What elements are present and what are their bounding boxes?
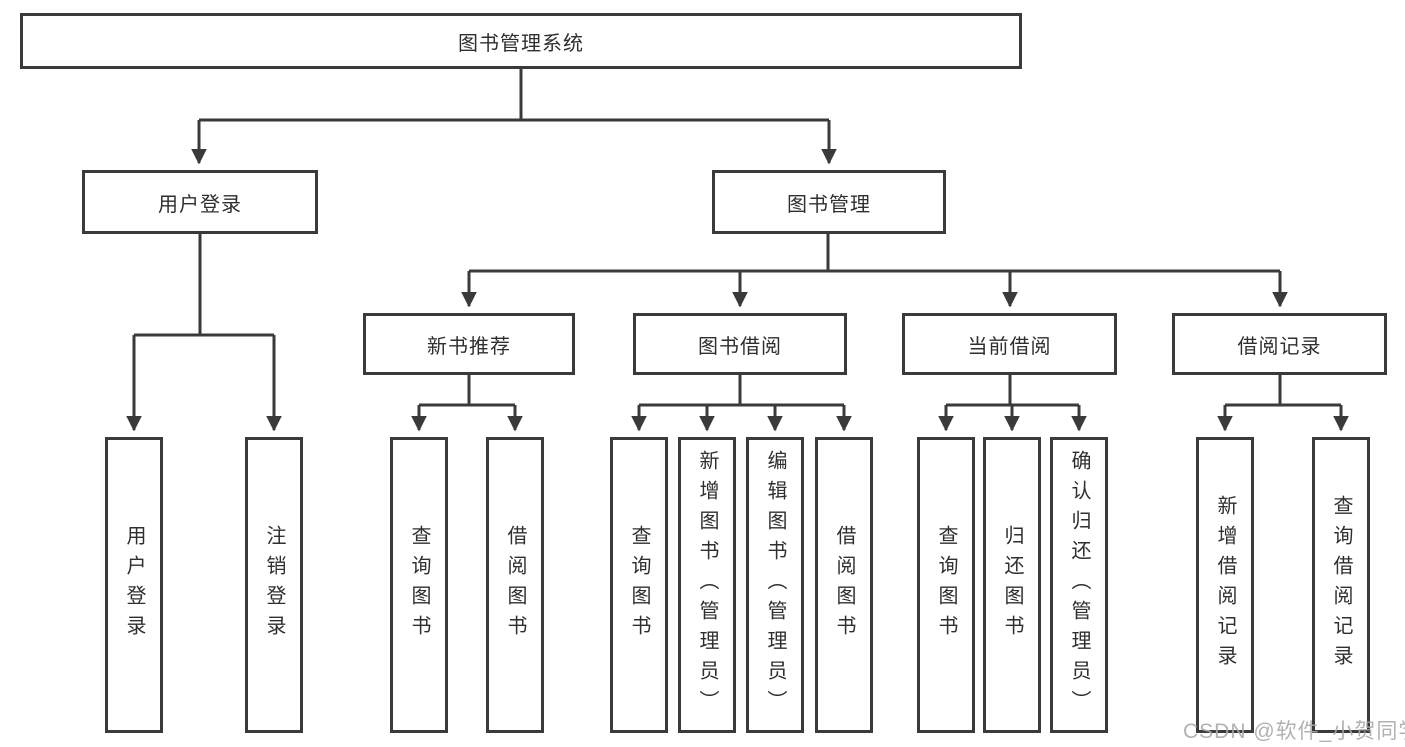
node-book-management: 图书管理 [712,170,946,234]
leaf-query-borrow-record: 查询借阅记录 [1312,437,1370,733]
leaf-query-books: 查询图书 [610,437,668,733]
leaf-label: 新增借阅记录 [1214,495,1236,675]
leaf-return-books: 归还图书 [983,437,1041,733]
leaf-add-books-admin: 新增图书（管理员） [678,437,736,733]
node-label: 图书管理 [787,193,871,216]
leaf-label: 查询图书 [408,525,430,645]
node-label: 图书借阅 [698,335,782,358]
node-current-borrow: 当前借阅 [902,313,1117,375]
node-label: 借阅记录 [1237,335,1322,358]
node-library-management-system: 图书管理系统 [20,13,1022,69]
leaf-label: 确认归还（管理员） [1068,450,1090,720]
leaf-confirm-return-admin: 确认归还（管理员） [1050,437,1108,733]
node-user-login: 用户登录 [82,170,318,234]
node-book-borrow: 图书借阅 [633,313,847,375]
leaf-label: 借阅图书 [504,525,526,645]
leaf-label: 查询图书 [628,525,650,645]
leaf-add-borrow-record: 新增借阅记录 [1196,437,1254,733]
node-label: 新书推荐 [427,335,511,358]
leaf-user-login: 用户登录 [105,437,163,733]
leaf-label: 查询借阅记录 [1330,495,1352,675]
leaf-borrow-books: 借阅图书 [815,437,873,733]
leaf-query-books: 查询图书 [390,437,448,733]
leaf-logout: 注销登录 [245,437,303,733]
node-label: 用户登录 [158,193,242,216]
leaf-label: 新增图书（管理员） [696,450,718,720]
node-label: 当前借阅 [967,335,1052,358]
leaf-borrow-books: 借阅图书 [486,437,544,733]
leaf-label: 编辑图书（管理员） [764,450,786,720]
node-label: 图书管理系统 [458,32,584,55]
leaf-label: 用户登录 [123,525,145,645]
leaf-edit-books-admin: 编辑图书（管理员） [746,437,804,733]
leaf-label: 查询图书 [935,525,957,645]
csdn-watermark: CSDN @软件_小贺同学 [1183,720,1405,743]
leaf-query-books: 查询图书 [917,437,975,733]
leaf-label: 借阅图书 [833,525,855,645]
node-new-book-recommend: 新书推荐 [363,313,575,375]
node-borrow-record: 借阅记录 [1172,313,1387,375]
leaf-label: 注销登录 [263,525,285,645]
leaf-label: 归还图书 [1001,525,1023,645]
